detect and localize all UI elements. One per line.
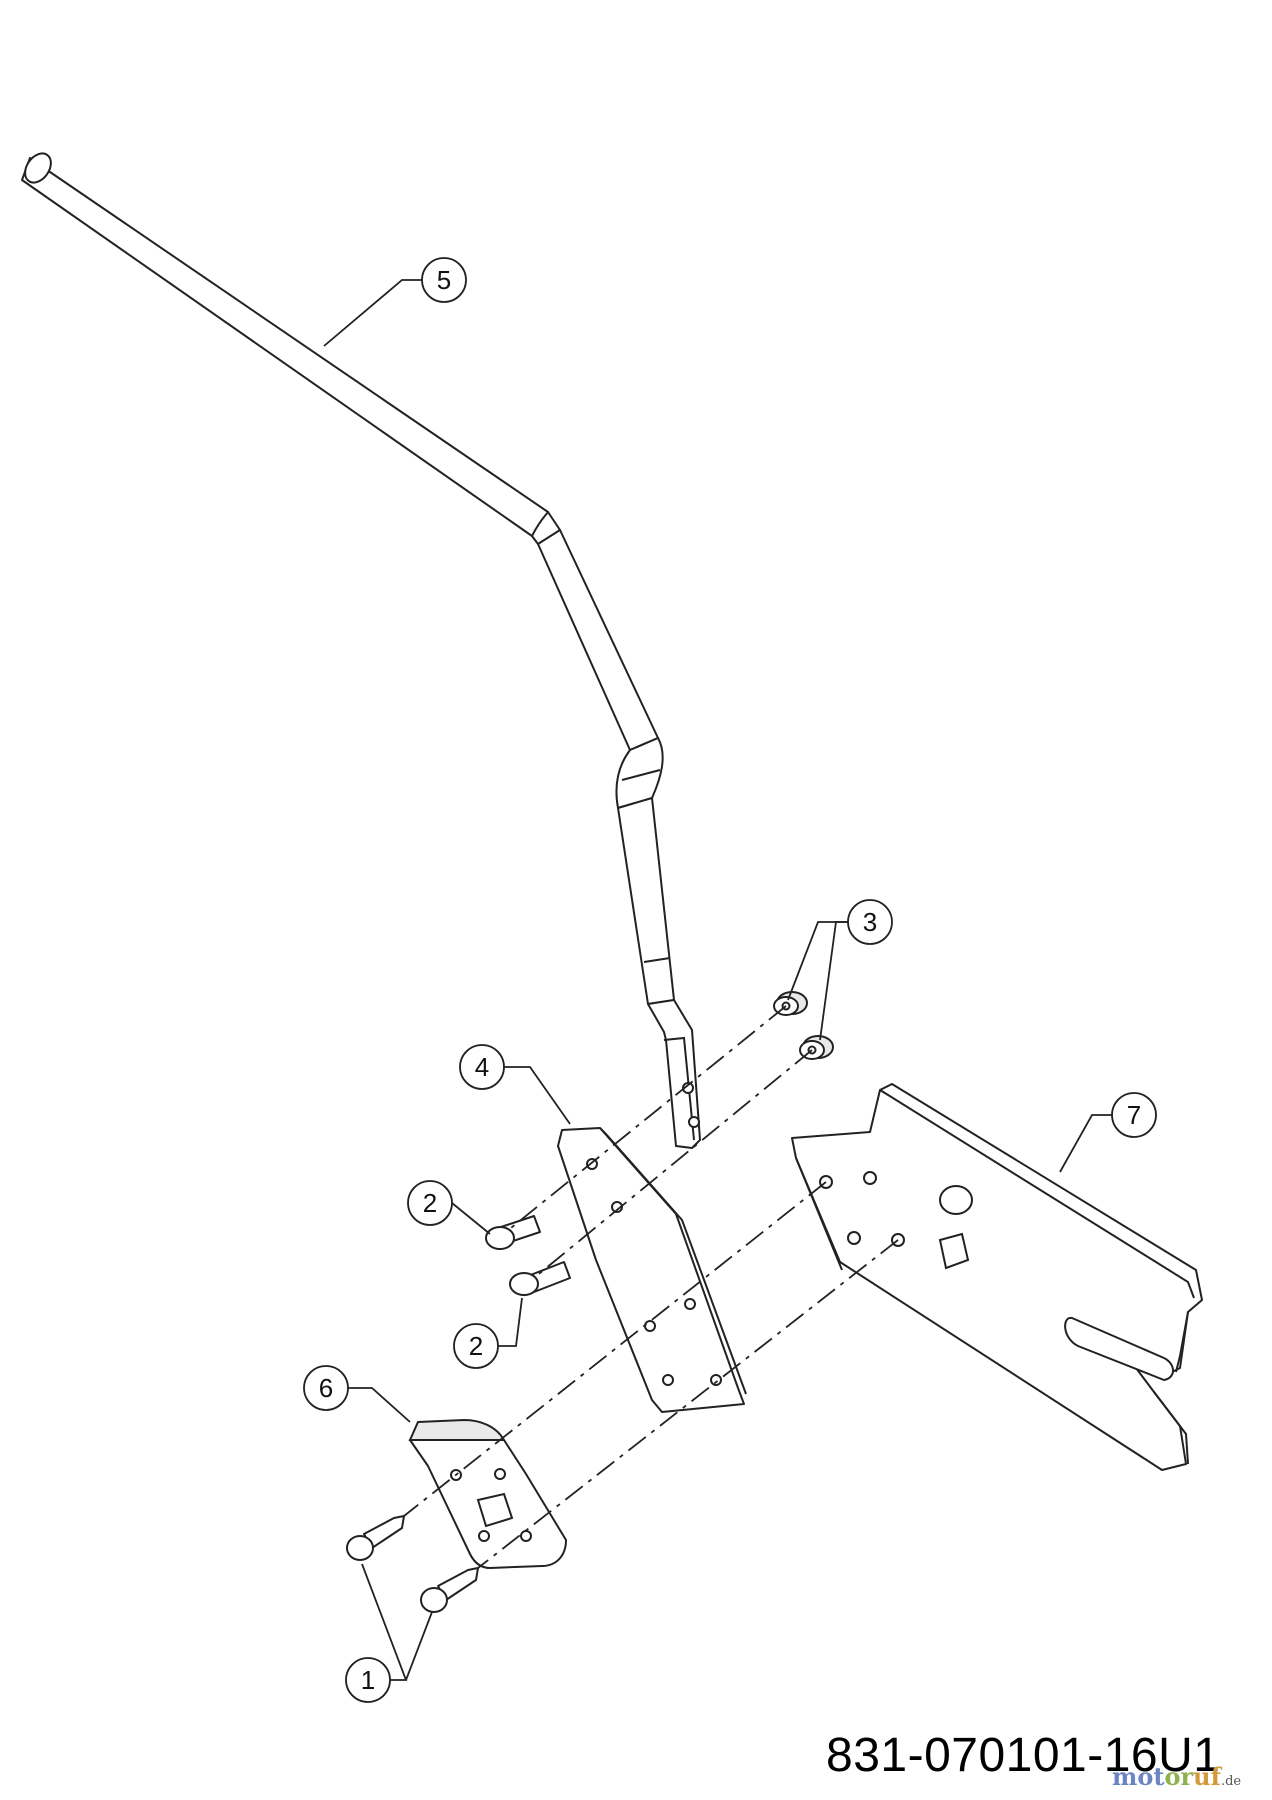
callout-leaders <box>323 279 1112 1681</box>
callout-2b-label: 2 <box>469 1331 483 1361</box>
callout-6: 6 <box>303 1365 349 1411</box>
nut-pair-part-3 <box>773 991 834 1060</box>
callout-7-label: 7 <box>1127 1100 1141 1130</box>
callout-2a-label: 2 <box>423 1188 437 1218</box>
assembly-lines <box>403 1005 899 1569</box>
plate-part-6 <box>408 1418 567 1569</box>
callout-2b: 2 <box>453 1323 499 1369</box>
lever-rod-part-5 <box>21 152 701 1149</box>
callout-3: 3 <box>847 899 893 945</box>
callout-7: 7 <box>1111 1092 1157 1138</box>
callout-3-label: 3 <box>863 907 877 937</box>
callout-1: 1 <box>345 1657 391 1703</box>
watermark-logo: motoruf.de <box>1112 1762 1242 1791</box>
callout-5: 5 <box>421 257 467 303</box>
callout-2a: 2 <box>407 1180 453 1226</box>
callout-5-label: 5 <box>437 265 451 295</box>
callout-1-label: 1 <box>361 1665 375 1695</box>
callout-4: 4 <box>459 1044 505 1090</box>
bolt-pair-part-2 <box>485 1215 571 1296</box>
drawing-part-number: 831-070101-16U1 <box>826 1729 1221 1782</box>
screw-pair-part-1 <box>346 1515 479 1613</box>
callout-4-label: 4 <box>475 1052 489 1082</box>
plate-part-4 <box>557 1127 747 1413</box>
callout-6-label: 6 <box>319 1373 333 1403</box>
bracket-part-7 <box>791 1083 1203 1471</box>
